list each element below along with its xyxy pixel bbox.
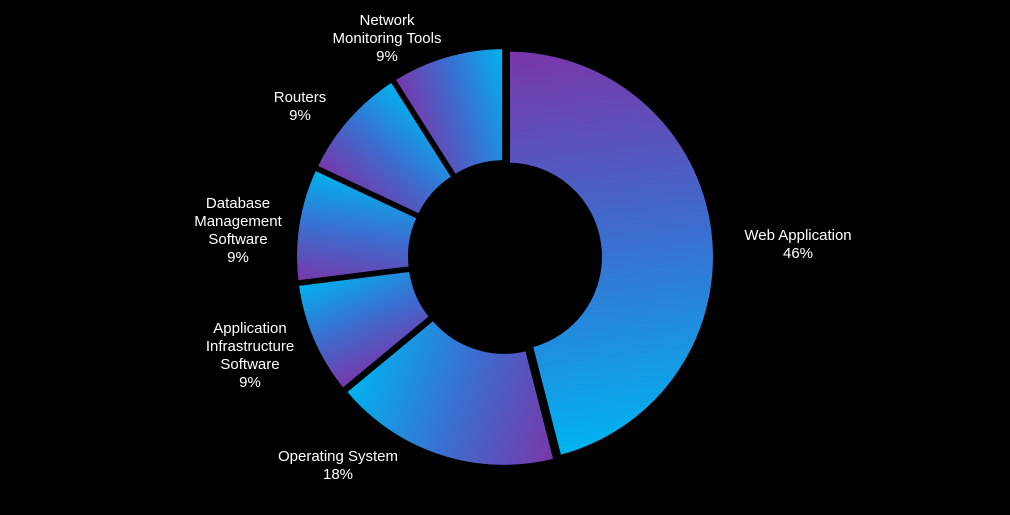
label-line: Database (206, 195, 270, 212)
label-line: Software (208, 231, 267, 248)
value-label-web-application: 46% (783, 245, 813, 262)
slice-operating-system (341, 315, 558, 469)
label-line: Infrastructure (206, 338, 294, 355)
value-label-application-infrastructure-software: 9% (239, 374, 261, 391)
label-line: Application (213, 320, 286, 337)
label-line: Web Application (744, 227, 851, 244)
value-label-database-management-software: 9% (227, 249, 249, 266)
label-line: Software (220, 356, 279, 373)
slice-web-application (505, 47, 717, 460)
label-line: Operating System (278, 448, 398, 465)
label-line: Network (359, 12, 415, 29)
value-label-operating-system: 18% (323, 466, 353, 483)
label-line: Routers (274, 89, 327, 106)
value-label-network-monitoring-tools: 9% (376, 48, 398, 65)
label-line: Management (194, 213, 282, 230)
value-label-routers: 9% (289, 107, 311, 124)
slices-group (293, 45, 717, 469)
slice-network-monitoring-tools (390, 45, 507, 180)
label-line: Monitoring Tools (333, 30, 442, 47)
